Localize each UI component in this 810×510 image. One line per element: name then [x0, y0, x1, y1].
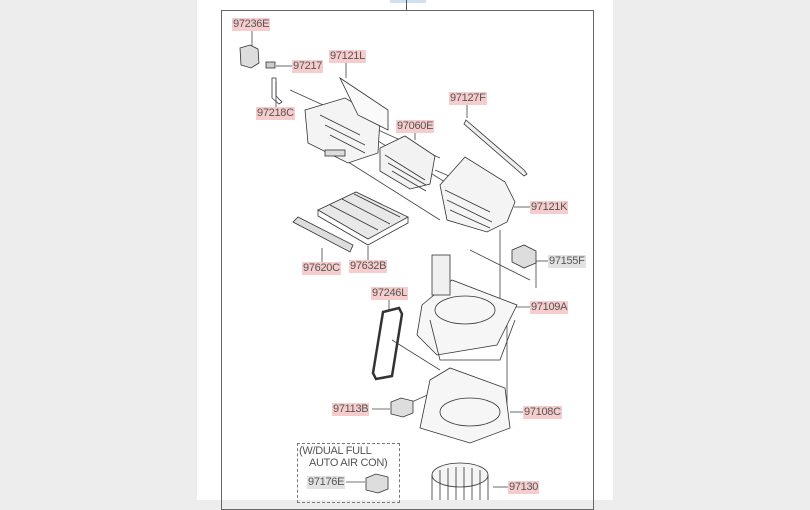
part-97632B-filter: [317, 191, 409, 246]
part-label-97246L[interactable]: 97246L: [371, 287, 408, 300]
top-connector: [390, 0, 426, 3]
part-97176E-module: [365, 473, 389, 494]
part-label-97121L[interactable]: 97121L: [329, 50, 366, 63]
part-97109A-upper-case: [416, 254, 518, 361]
part-label-97155F[interactable]: 97155F: [548, 255, 586, 268]
part-label-97121K[interactable]: 97121K: [530, 201, 569, 214]
part-label-97127F[interactable]: 97127F: [449, 92, 487, 105]
part-97060E-door: [379, 135, 436, 192]
option-note-line1: (W/DUAL FULL: [299, 445, 372, 457]
part-label-97130[interactable]: 97130: [508, 481, 540, 494]
part-97108C-lower-case: [419, 367, 511, 444]
part-label-97620C[interactable]: 97620C: [302, 262, 341, 275]
part-97620C-grille: [292, 216, 354, 253]
part-97127F-rod: [463, 119, 528, 177]
part-97155F-module: [511, 244, 537, 269]
part-label-97236E[interactable]: 97236E: [232, 18, 271, 31]
option-note-line2: AUTO AIR CON): [309, 457, 388, 469]
part-label-97632B[interactable]: 97632B: [349, 260, 388, 273]
part-label-97113B[interactable]: 97113B: [332, 403, 370, 416]
part-label-97176E[interactable]: 97176E: [307, 476, 346, 489]
part-97130-blower-motor: [431, 462, 489, 500]
part-97113B-resistor: [390, 397, 414, 418]
part-label-97108C[interactable]: 97108C: [523, 406, 562, 419]
part-label-97218C[interactable]: 97218C: [256, 107, 295, 120]
part-label-97060E[interactable]: 97060E: [396, 120, 435, 133]
part-97246L-seal: [371, 306, 404, 381]
top-connector-line: [406, 0, 407, 10]
part-97236E-actuator: [239, 44, 260, 69]
part-label-97109A[interactable]: 97109A: [530, 301, 569, 314]
part-97121K-case: [439, 156, 516, 233]
part-97217: [265, 61, 276, 69]
part-label-97217[interactable]: 97217: [292, 60, 324, 73]
part-97121L-case: [304, 76, 389, 164]
part-97218C-link: [271, 77, 283, 105]
